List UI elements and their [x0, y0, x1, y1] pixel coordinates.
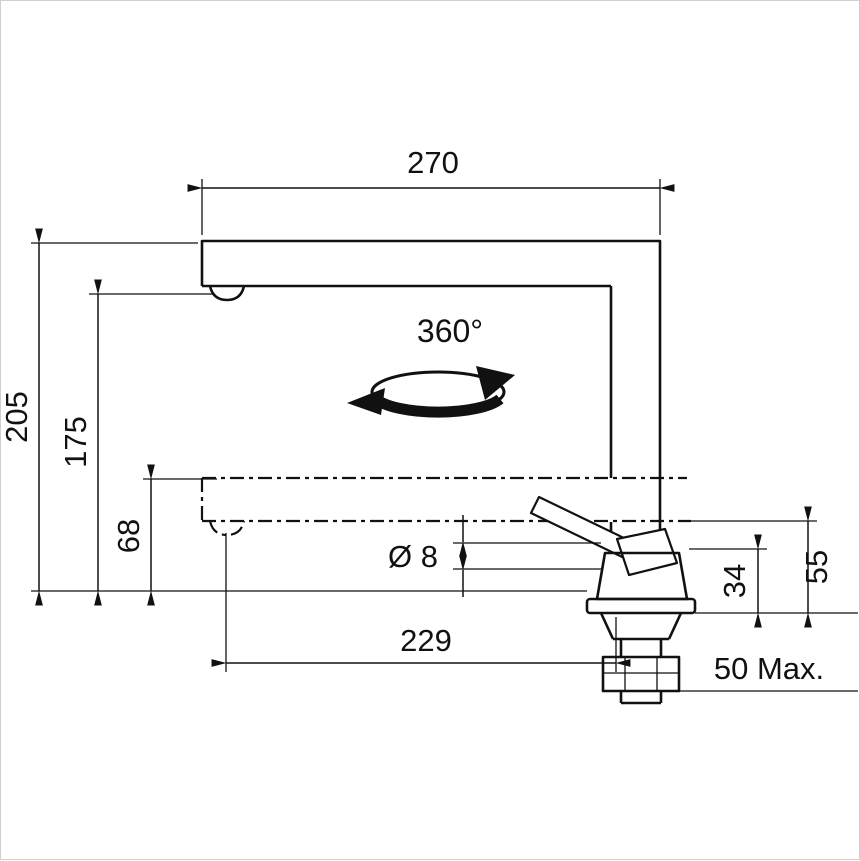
dim-hose-diameter-label: Ø 8: [388, 539, 438, 574]
dim-total-height-label: 205: [1, 391, 34, 443]
swivel-symbol: 360°: [347, 313, 515, 418]
aerator-upper: [208, 285, 246, 302]
mounting-hardware: [599, 612, 683, 705]
dim-spout-underside-label: 175: [58, 416, 93, 468]
rotation-band: [372, 394, 504, 418]
mounting-nut: [601, 655, 681, 693]
dim-hose-diameter: Ø 8: [388, 515, 601, 597]
swivel-angle-label: 360°: [417, 313, 483, 349]
dim-body-height: 34: [689, 534, 767, 628]
threaded-stud: [619, 691, 663, 705]
lower-spout-phantom: [200, 476, 691, 537]
dim-spout-underside-height: 175: [58, 279, 215, 606]
dim-max-deck-label: 50 Max.: [714, 651, 824, 686]
faucet-body: [585, 551, 697, 615]
dim-lower-clearance-label: 55: [799, 550, 834, 584]
dim-spout-reach: 229: [211, 533, 631, 672]
aerator-lower: [208, 520, 246, 537]
dim-total-height: 205: [1, 228, 587, 606]
dim-top-width: 270: [187, 145, 675, 235]
dim-lower-spout-label: 68: [111, 519, 146, 553]
dim-body-height-label: 34: [717, 564, 752, 598]
dim-spout-reach-label: 229: [400, 623, 452, 658]
dim-lower-clearance: 55: [691, 506, 858, 628]
dim-top-width-label: 270: [407, 145, 459, 180]
rotation-arrow-right-icon: [476, 366, 515, 400]
base-flange: [585, 597, 697, 615]
rotation-arrow-left-icon: [347, 388, 385, 415]
spout-outline: [200, 239, 662, 553]
dim-lower-spout-height: 68: [111, 464, 217, 606]
dim-max-deck: 50 Max.: [679, 651, 858, 692]
